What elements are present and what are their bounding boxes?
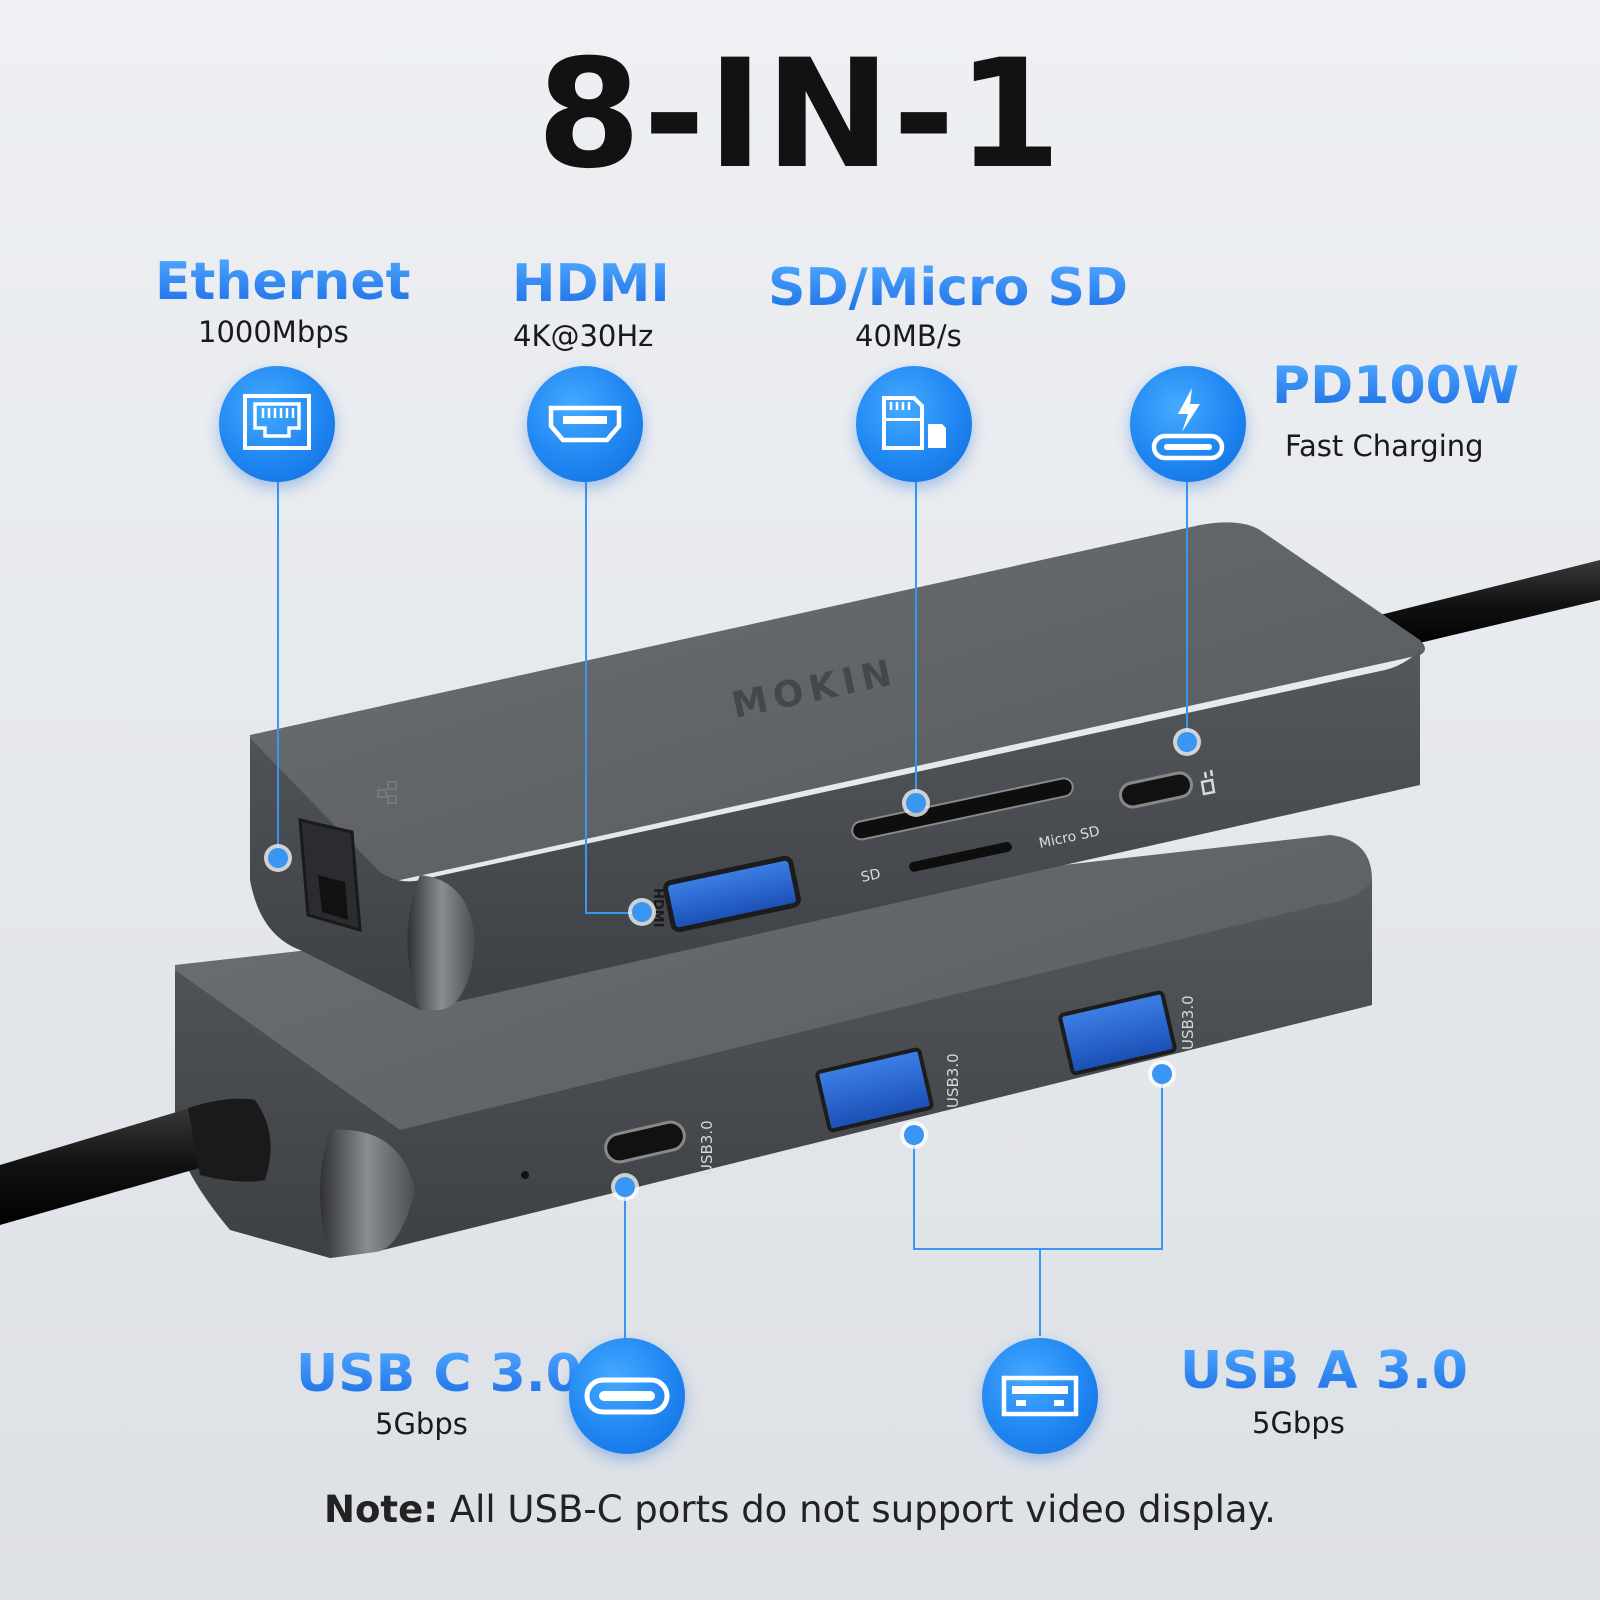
hdmi-connector-line-v — [585, 474, 587, 914]
usba-connector-line-h — [913, 1248, 1163, 1250]
pd-usb-c-port — [1119, 771, 1193, 809]
usba-title: USB A 3.0 — [1180, 1341, 1468, 1401]
micro-sd-slot — [909, 842, 1012, 872]
hdmi-connector-line-h — [585, 912, 643, 914]
ethernet-connector-line — [277, 474, 279, 860]
ethernet-dot — [268, 848, 288, 868]
hdmi-dot — [632, 902, 652, 922]
usb-c-port — [604, 1120, 686, 1164]
usb-a-port-icon — [982, 1338, 1098, 1454]
usbc-connector-line — [624, 1186, 626, 1348]
usb-a-port-2-label: USB3.0 — [1179, 995, 1197, 1050]
note: Note: All USB-C ports do not support vid… — [0, 1488, 1600, 1531]
pd-connector-line — [1186, 474, 1188, 742]
fast-charging-icon — [1130, 366, 1246, 482]
usbc-dot — [615, 1177, 635, 1197]
pd-dot — [1177, 732, 1197, 752]
usba-connector-line-2 — [1161, 1074, 1163, 1250]
ethernet-title: Ethernet — [155, 252, 411, 312]
hdmi-title: HDMI — [512, 254, 670, 314]
hdmi-port-label: HDMI — [650, 888, 665, 927]
usba-2-dot — [1152, 1064, 1172, 1084]
sd-subtitle: 40MB/s — [855, 319, 962, 353]
usb-c-cable — [1380, 560, 1600, 650]
sd-title: SD/Micro SD — [768, 258, 1129, 318]
usb-a-port-1-label: USB3.0 — [944, 1053, 962, 1108]
usb-a-port-1 — [815, 1047, 934, 1133]
pd-title: PD100W — [1272, 356, 1520, 416]
status-led — [521, 1171, 529, 1179]
sd-connector-line — [915, 474, 917, 804]
sd-card-icon — [856, 366, 972, 482]
sd-card-slot — [851, 777, 1074, 841]
hdmi-subtitle: 4K@30Hz — [513, 319, 654, 353]
ethernet-subtitle: 1000Mbps — [198, 315, 349, 349]
headline: 8-IN-1 — [536, 28, 1064, 202]
usbc-title: USB C 3.0 — [296, 1344, 582, 1404]
ethernet-label-icon — [377, 781, 397, 804]
hdmi-port — [663, 855, 801, 933]
hdmi-port-icon — [527, 366, 643, 482]
usb-a-port-2 — [1058, 990, 1177, 1076]
pd-plug-icon — [1200, 769, 1216, 796]
sd-slot-label: SD — [860, 866, 883, 886]
usbc-subtitle: 5Gbps — [375, 1407, 468, 1441]
usba-connector-line-1 — [913, 1135, 915, 1250]
note-label: Note: — [324, 1488, 439, 1531]
upper-hub-body — [250, 522, 1425, 1010]
usba-1-dot — [904, 1125, 924, 1145]
pd-subtitle: Fast Charging — [1285, 429, 1484, 463]
usb-c-cable-left — [0, 1105, 210, 1225]
cable-strain-relief — [188, 1098, 271, 1182]
note-text: All USB-C ports do not support video dis… — [449, 1488, 1276, 1531]
usb-c-port-icon — [569, 1338, 685, 1454]
sd-dot — [906, 793, 926, 813]
usba-subtitle: 5Gbps — [1252, 1406, 1345, 1440]
usb-c-port-label: USB3.0 — [698, 1120, 716, 1175]
ethernet-port — [298, 818, 362, 933]
ethernet-port-icon — [219, 366, 335, 482]
usba-connector-line-stem — [1039, 1248, 1041, 1336]
